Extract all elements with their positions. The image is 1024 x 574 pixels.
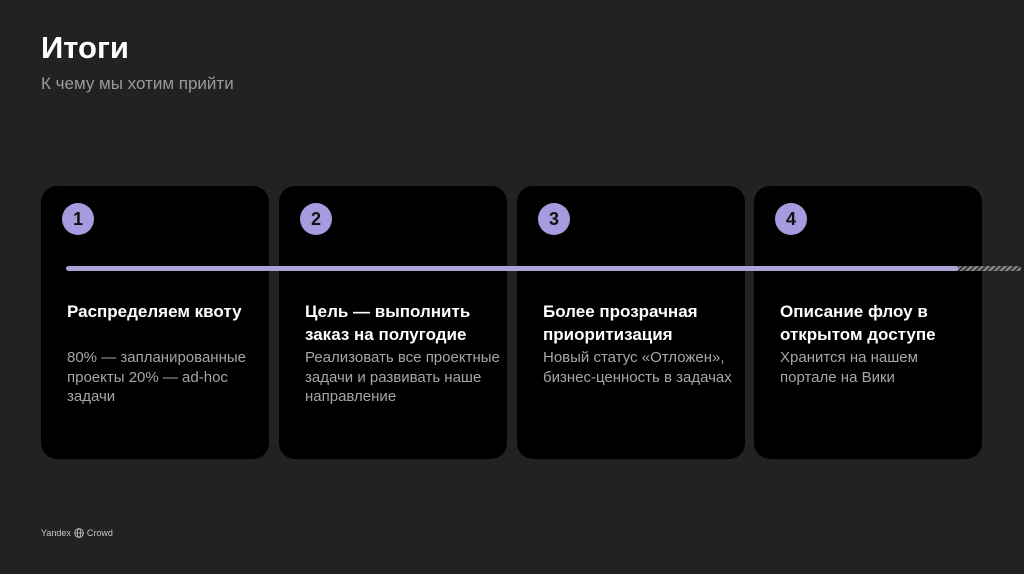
yandex-crowd-logo: Yandex Crowd: [41, 528, 113, 538]
card-title-3: Более прозрачная приоритизация: [543, 302, 698, 344]
card-2: 2 Цель — выполнить заказ на полугодие Ре…: [279, 186, 507, 459]
page-title: Итоги: [41, 30, 129, 65]
step-badge-1: 1: [62, 203, 94, 235]
timeline-tail-hatched: [959, 266, 1021, 271]
card-description-4: Хранится на нашем портале на Вики: [780, 349, 918, 386]
card-1: 1 Распределяем квоту 80% — запланированн…: [41, 186, 269, 459]
globe-icon: [74, 528, 84, 538]
card-title-2: Цель — выполнить заказ на полугодие: [305, 302, 471, 344]
logo-text-crowd: Crowd: [86, 528, 113, 538]
page-subtitle: К чему мы хотим прийти: [41, 74, 234, 93]
logo-text-yandex: Yandex: [41, 528, 71, 538]
card-title-4: Описание флоу в открытом доступе: [780, 302, 936, 344]
card-description-1: 80% — запланированные проекты 20% — ad-h…: [67, 349, 246, 405]
step-badge-4: 4: [775, 203, 807, 235]
card-title-1: Распределяем квоту: [67, 302, 242, 321]
card-4: 4 Описание флоу в открытом доступе Храни…: [754, 186, 982, 459]
card-3: 3 Более прозрачная приоритизация Новый с…: [517, 186, 745, 459]
step-badge-2: 2: [300, 203, 332, 235]
step-badge-3: 3: [538, 203, 570, 235]
card-description-2: Реализовать все проектные задачи и разви…: [305, 349, 500, 405]
timeline-line: [66, 266, 959, 271]
card-description-3: Новый статус «Отложен», бизнес-ценность …: [543, 349, 732, 386]
